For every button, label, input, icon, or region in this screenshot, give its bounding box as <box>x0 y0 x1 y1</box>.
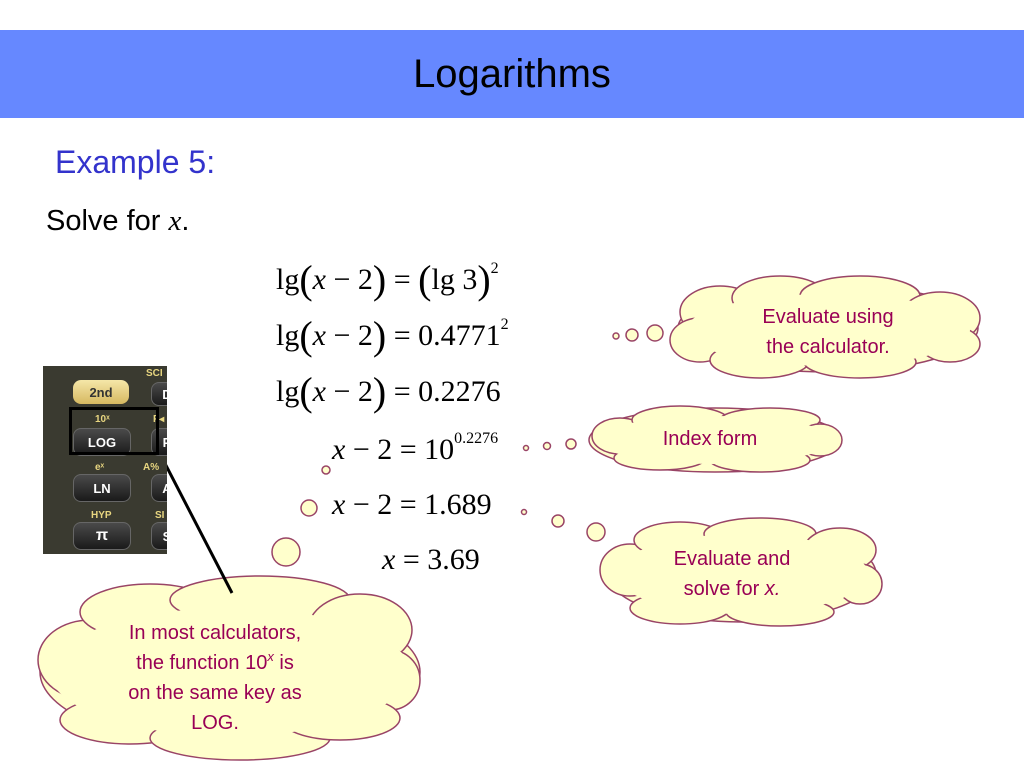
eq1-fn: lg <box>276 263 300 296</box>
eq4-rhs: 10 <box>424 433 455 466</box>
equation-line-3: lg(x − 2) = 0.2276 <box>276 369 501 414</box>
eq6-rest: = <box>395 543 428 576</box>
cloud-evaluate-text: Evaluate using the calculator. <box>718 302 938 362</box>
cloud-note-line2-prefix: the function 10 <box>136 652 268 674</box>
eq2-var: x <box>312 319 326 352</box>
equation-line-1: lg(x − 2) = (lg 3)2 <box>276 257 499 302</box>
cloud-note-line2-sup: x <box>267 649 274 664</box>
eq3-equals: = <box>386 375 419 408</box>
calculator-image: 2nd SCI D 10ˣ F◂ LOG P eˣ A% LN A HYP SI… <box>43 366 167 554</box>
key-ln: LN <box>73 474 131 502</box>
cloud-note-line2-suffix: is <box>273 652 294 674</box>
equation-line-5: x − 2 = 1.689 <box>332 488 492 522</box>
eq4-rest: − 2 = <box>345 433 425 466</box>
cloud-note-line2: the function 10x is <box>90 648 340 678</box>
label-a: A% <box>143 462 160 473</box>
eq2-rhs: 0.4771 <box>418 319 501 352</box>
thought-bubbles-evaluate <box>612 324 664 342</box>
instruction-var: x <box>168 205 182 237</box>
key-2nd: 2nd <box>73 380 129 404</box>
key-pi: π <box>73 522 131 550</box>
eq5-var: x <box>332 488 346 521</box>
cloud-note-line3: on the same key as <box>128 682 302 704</box>
instruction-suffix: . <box>181 205 190 237</box>
eq4-var: x <box>332 433 346 466</box>
eq4-exp: 0.2276 <box>454 430 499 447</box>
eq6-rhs: 3.69 <box>427 543 480 576</box>
cloud-evaluate <box>669 275 981 379</box>
label-s: SI <box>155 510 165 521</box>
equation-line-6: x = 3.69 <box>382 543 480 577</box>
thought-bubbles-solve <box>520 508 606 542</box>
equation-line-2: lg(x − 2) = 0.47712 <box>276 313 509 358</box>
label-ex: eˣ <box>95 462 105 473</box>
instruction: Solve for x. <box>46 205 189 238</box>
cloud-evaluate-line1: Evaluate using <box>762 306 894 328</box>
key-log: LOG <box>73 428 131 456</box>
eq2-equals: = <box>386 319 419 352</box>
cloud-solve-line2-prefix: solve for <box>683 578 765 600</box>
instruction-prefix: Solve for <box>46 205 169 237</box>
log-key-highlight <box>69 407 159 455</box>
label-hyp: HYP <box>91 510 112 521</box>
key-d: D <box>151 382 167 406</box>
equation-line-4: x − 2 = 100.2276 <box>332 430 499 467</box>
eq5-rest: − 2 = <box>345 488 425 521</box>
thought-bubbles-index <box>522 438 577 452</box>
cloud-note-line4: LOG. <box>191 712 239 734</box>
cloud-solve <box>599 517 883 627</box>
eq1-exp: 2 <box>490 260 499 277</box>
eq2-rest: − 2 <box>326 319 373 352</box>
label-10x: 10ˣ <box>95 414 110 425</box>
eq3-fn: lg <box>276 375 300 408</box>
title-bar: Logarithms <box>0 30 1024 118</box>
cloud-note-text: In most calculators, the function 10x is… <box>90 618 340 738</box>
eq1-var: x <box>312 263 326 296</box>
cloud-solve-line2-var: x. <box>764 578 781 600</box>
cloud-evaluate-line2: the calculator. <box>766 336 890 358</box>
cloud-solve-line2: solve for x. <box>632 574 832 604</box>
eq3-rhs: 0.2276 <box>418 375 501 408</box>
eq2-exp: 2 <box>500 316 509 333</box>
cloud-index-text: Index form <box>610 424 810 454</box>
eq1-rhs: lg 3 <box>431 263 478 296</box>
key-a: A <box>151 474 167 502</box>
thought-bubbles-note <box>271 465 331 567</box>
cloud-solve-text: Evaluate and solve for x. <box>632 544 832 604</box>
key-s: S <box>151 522 167 550</box>
cloud-index-line1: Index form <box>662 428 758 450</box>
eq2-fn: lg <box>276 319 300 352</box>
key-p: P <box>151 428 167 456</box>
cloud-calculator-note <box>37 575 421 761</box>
cloud-note-line1: In most calculators, <box>128 622 302 644</box>
label-sci: SCI <box>146 368 163 379</box>
slide-title: Logarithms <box>413 51 611 96</box>
eq3-var: x <box>312 375 326 408</box>
eq3-rest: − 2 <box>326 375 373 408</box>
cloud-solve-line1: Evaluate and <box>673 548 791 570</box>
eq1-equals: = <box>386 263 419 296</box>
example-label: Example 5: <box>55 144 216 180</box>
eq6-var: x <box>382 543 396 576</box>
cloud-index <box>588 405 843 473</box>
eq5-rhs: 1.689 <box>424 488 492 521</box>
eq1-rest: − 2 <box>326 263 373 296</box>
